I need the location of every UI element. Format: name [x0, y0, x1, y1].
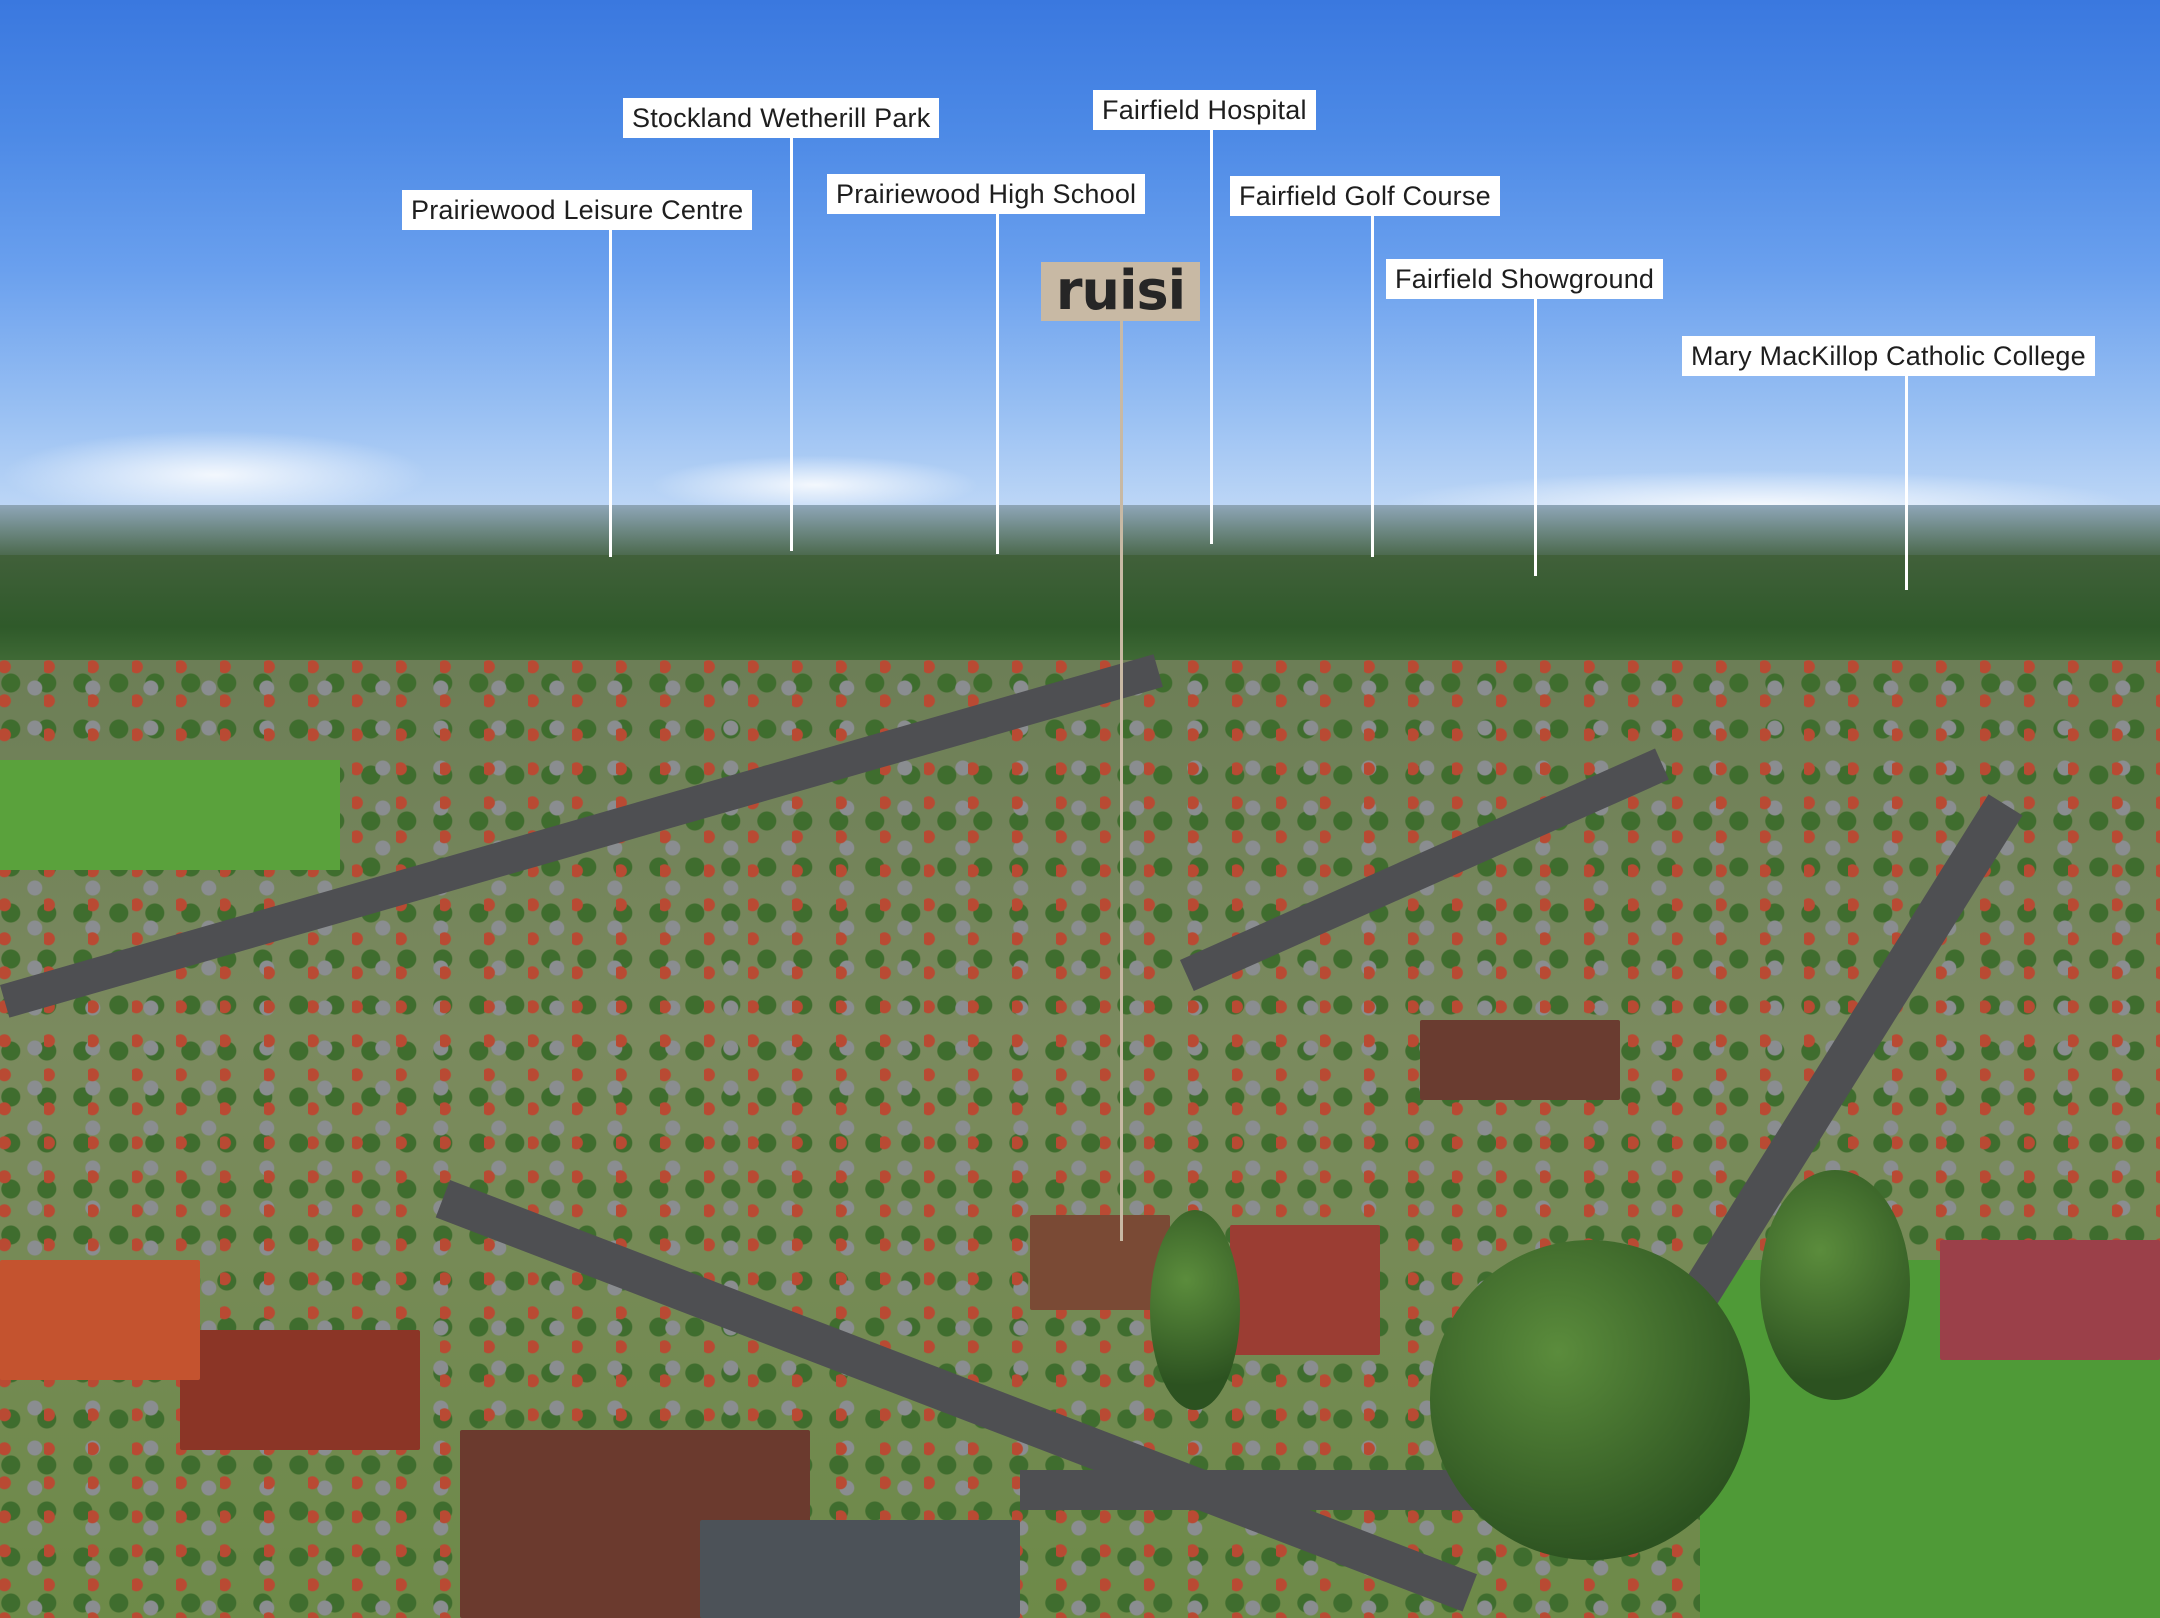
- brand-logo: ruisi: [1041, 262, 1200, 321]
- tree-line: [0, 555, 2160, 675]
- house-roof: [1420, 1020, 1620, 1100]
- leader-line: [1905, 376, 1908, 590]
- landmark-label-fairfield-showground: Fairfield Showground: [1386, 259, 1664, 299]
- landmark-label-fairfield-hospital: Fairfield Hospital: [1093, 90, 1316, 130]
- house-roof: [1030, 1215, 1170, 1310]
- landmark-label-fairfield-golf-course: Fairfield Golf Course: [1230, 176, 1500, 216]
- tree: [1150, 1210, 1240, 1410]
- leader-line: [1534, 299, 1537, 576]
- tree: [1430, 1240, 1750, 1560]
- house-roof: [1230, 1225, 1380, 1355]
- house-roof: [700, 1520, 1020, 1618]
- landmark-label-stockland-wetherill-park: Stockland Wetherill Park: [623, 98, 940, 138]
- leader-line: [1210, 130, 1213, 544]
- landmark-label-mary-mackillop-catholic-college: Mary MacKillop Catholic College: [1682, 336, 2095, 376]
- house-roof: [1940, 1240, 2160, 1360]
- tree: [1760, 1170, 1910, 1400]
- landmark-label-prairiewood-leisure-centre: Prairiewood Leisure Centre: [402, 190, 753, 230]
- landmark-label-prairiewood-high-school: Prairiewood High School: [827, 174, 1146, 214]
- house-roof: [0, 1260, 200, 1380]
- street: [1020, 1470, 1500, 1510]
- leader-line: [1371, 216, 1374, 557]
- leader-line: [790, 138, 793, 551]
- brand-leader-line: [1120, 321, 1123, 1241]
- leader-line: [996, 213, 999, 554]
- house-roof: [180, 1330, 420, 1450]
- leader-line: [609, 229, 612, 557]
- park-grass: [0, 760, 340, 870]
